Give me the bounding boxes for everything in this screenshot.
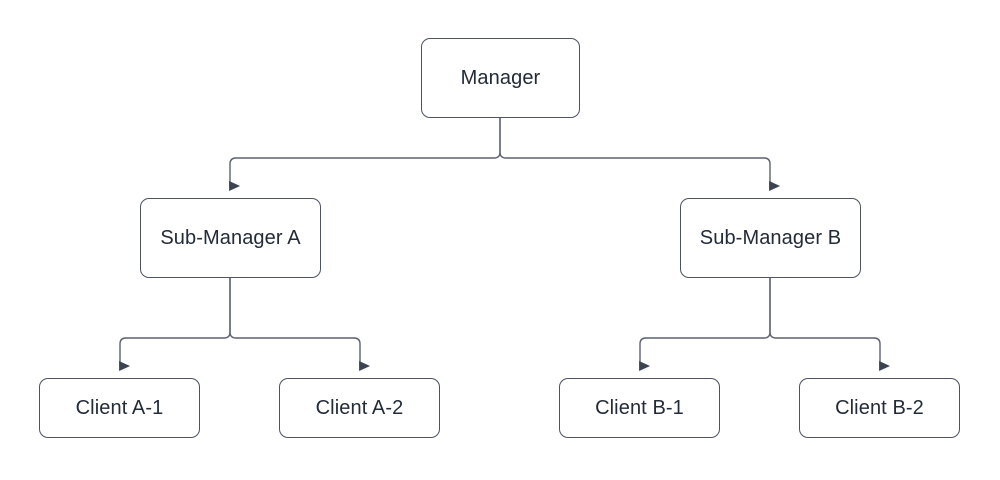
edge-manager-to-sub-manager-a — [229, 118, 501, 191]
edge-sub-manager-a-to-client-a1 — [119, 278, 231, 371]
node-client-b2[interactable]: Client B-2 — [799, 378, 960, 438]
edge-sub-manager-a-to-client-a2 — [229, 278, 371, 371]
node-client-a2[interactable]: Client A-2 — [279, 378, 440, 438]
node-manager-label: Manager — [460, 67, 541, 89]
edge-sub-manager-b-to-client-b1 — [639, 278, 771, 371]
node-sub-manager-b-label: Sub-Manager B — [699, 227, 842, 249]
node-client-b2-label: Client B-2 — [835, 397, 924, 419]
node-client-b1[interactable]: Client B-1 — [559, 378, 720, 438]
edge-manager-to-sub-manager-b — [499, 118, 781, 191]
node-client-b1-label: Client B-1 — [595, 397, 684, 419]
edge-sub-manager-b-to-client-b2 — [769, 278, 891, 371]
node-client-a2-label: Client A-2 — [315, 397, 404, 419]
node-client-a1[interactable]: Client A-1 — [39, 378, 200, 438]
node-sub-manager-b[interactable]: Sub-Manager B — [680, 198, 861, 278]
node-sub-manager-a[interactable]: Sub-Manager A — [140, 198, 321, 278]
node-manager[interactable]: Manager — [421, 38, 580, 118]
node-sub-manager-a-label: Sub-Manager A — [160, 227, 301, 249]
node-client-a1-label: Client A-1 — [75, 397, 164, 419]
